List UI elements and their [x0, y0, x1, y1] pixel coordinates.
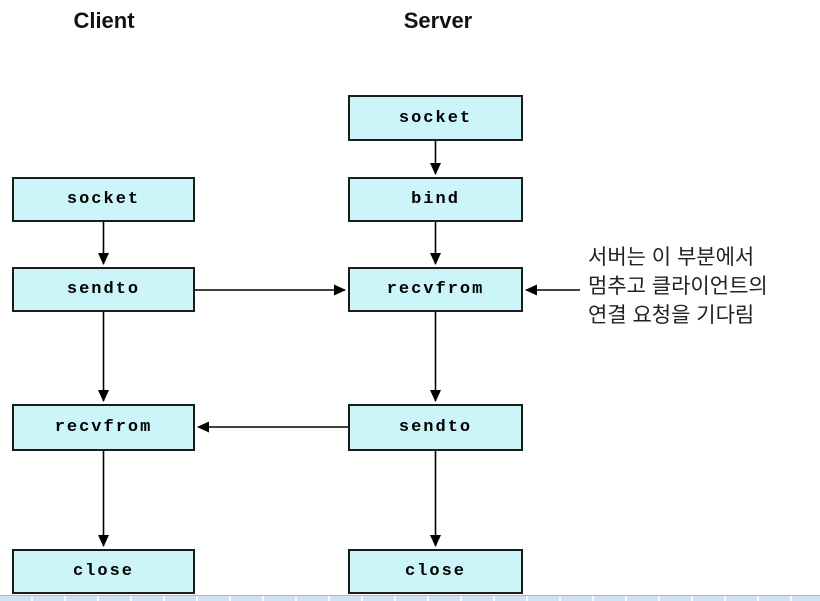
- annotation-line: 서버는 이 부분에서: [588, 246, 755, 269]
- server-recvfrom-box: recvfrom: [348, 267, 523, 312]
- client-column-header: Client: [73, 8, 135, 33]
- server-column-header: Server: [403, 8, 473, 33]
- client-close-box: close: [12, 549, 195, 594]
- client-socket-box: socket: [12, 177, 195, 222]
- server-socket-box: socket: [348, 95, 523, 141]
- bottom-table-edge-strip: [0, 595, 820, 601]
- server-bind-box: bind: [348, 177, 523, 222]
- client-sendto-box: sendto: [12, 267, 195, 312]
- annotation-line: 멈추고 클라이언트의: [588, 275, 768, 298]
- annotation-line: 연결 요청을 기다림: [588, 304, 755, 327]
- client-recvfrom-box: recvfrom: [12, 404, 195, 451]
- annotation-text: 서버는 이 부분에서 멈추고 클라이언트의 연결 요청을 기다림: [588, 243, 768, 330]
- server-close-box: close: [348, 549, 523, 594]
- server-sendto-box: sendto: [348, 404, 523, 451]
